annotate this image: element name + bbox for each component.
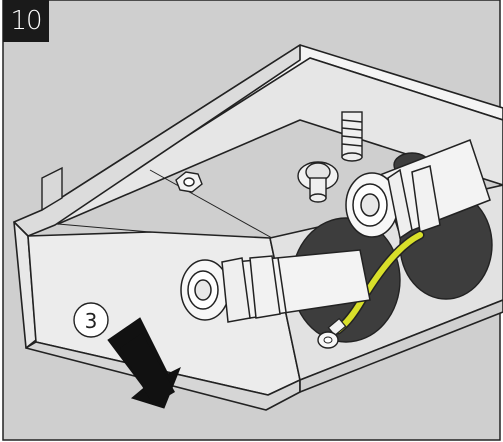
callout-3: 3 <box>73 302 109 338</box>
step-number-badge: 10 <box>3 0 49 42</box>
threaded-stud <box>341 111 363 162</box>
lower-hose-connector <box>180 249 371 323</box>
push-up-arrow-body <box>120 333 175 405</box>
lock-washer <box>297 161 339 203</box>
mounting-tab <box>41 166 63 212</box>
callout-label: 3 <box>85 309 98 333</box>
hex-nut <box>175 171 203 193</box>
upper-hose-connector <box>345 139 491 240</box>
